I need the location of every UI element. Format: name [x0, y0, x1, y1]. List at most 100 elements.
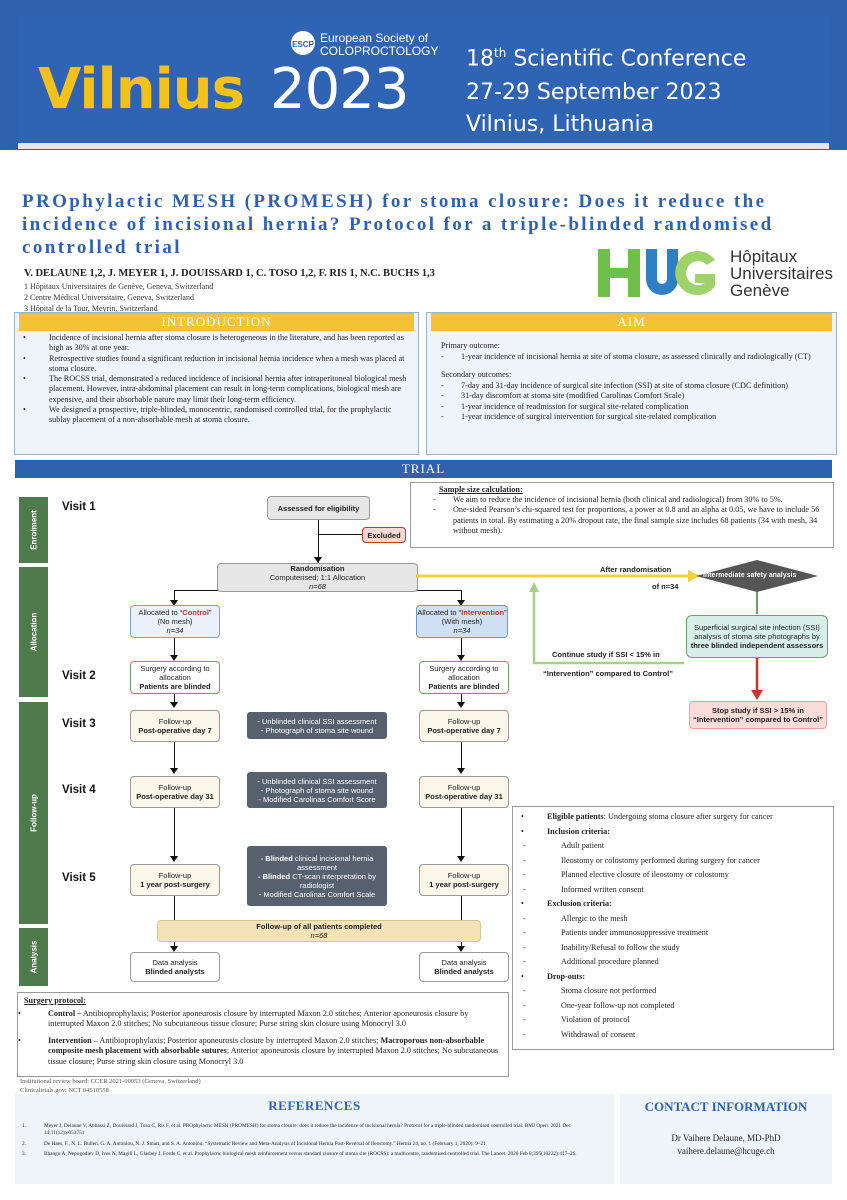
introduction-list: Incidence of incisional hernia after sto… [15, 331, 418, 426]
exclusion-criteria-label: Exclusion criteria: [521, 897, 829, 912]
arrow-head [457, 946, 465, 952]
conference-banner: ESCP European Society of COLOPROCTOLOGY … [0, 0, 847, 150]
assessed-box: Assessed for eligibility [267, 496, 370, 520]
banner-city: Vilnius [38, 57, 245, 122]
hug-logo-icon [598, 249, 715, 297]
contact-name: Dr Vaihere Delaune, MD-PhD [671, 1133, 781, 1143]
connector-line [416, 590, 462, 591]
visit3-assessment-box: - Unblinded clinical SSI assessment- Pho… [247, 712, 387, 739]
intro-item: The ROCSS trial, demonstrated a reduced … [23, 374, 410, 405]
continue-arrow-head [529, 582, 539, 592]
phase-enrolment: Enrolment [19, 497, 48, 563]
conference-place: Vilnius, Lithuania [466, 112, 655, 137]
banner-year: 2023 [270, 57, 410, 122]
affiliation-2: 2 Centre Médical Universitaire, Geneva, … [24, 293, 194, 302]
intro-item: Retrospective studies found a significan… [23, 354, 410, 375]
visit-4-label: Visit 4 [62, 784, 96, 796]
exclusion-item: Patients under immunosuppressive treatme… [523, 926, 829, 941]
aim-section: AIM Primary outcome: 1-year incidence of… [426, 312, 837, 455]
visit-1-label: Visit 1 [62, 501, 96, 513]
clinicaltrials-id: Clinicaltrials.gov: NCT 04510558 [20, 1087, 109, 1094]
phase-allocation: Allocation [19, 567, 48, 697]
secondary-outcome-item: 31-day discomfort at stoma site (modifie… [441, 391, 830, 402]
aim-header: AIM [431, 313, 832, 331]
reference-item: 2.De Haes, F., N. L. Bullen, G. A. Anton… [22, 1140, 486, 1147]
connector-line [174, 636, 175, 660]
inclusion-item: Planned elective closure of ileostomy or… [523, 868, 829, 883]
escp-logo-icon: ESCP [291, 31, 315, 55]
inclusion-item: Informed written consent [523, 883, 829, 898]
surgery-protocol-box: Surgery protocol: Control – Antibioproph… [17, 992, 509, 1077]
safety-arrow-head [688, 570, 700, 582]
ssi-analysis-box: Superficial surgical site infection (SSI… [686, 615, 828, 658]
primary-outcome-item: 1-year incidence of incisional hernia at… [441, 352, 830, 363]
connector-line [318, 534, 362, 535]
society-name-line1: European Society of [320, 31, 429, 45]
continue-label-2: “Intervention” compared to Control” [543, 669, 674, 678]
visit-5-label: Visit 5 [62, 872, 96, 884]
arrow-head [170, 856, 178, 862]
safety-branch-arrows [416, 560, 818, 700]
drop-out-item: Violation of protocol [523, 1013, 829, 1028]
phase-analysis: Analysis [19, 928, 48, 986]
connector-line [174, 590, 218, 591]
surgery-protocol-label: Surgery protocol: [24, 996, 86, 1005]
references-header: REFERENCES [268, 1098, 361, 1113]
reference-item: 3.Bhangu A, Nepogodiev D, Ives N, Magill… [22, 1151, 577, 1158]
phase-follow-up: Follow-up [19, 702, 48, 924]
sample-size-item: We aim to reduce the incidence of incisi… [433, 495, 827, 505]
affiliation-3: 3 Hôpital de la Tour, Meyrin, Switzerlan… [24, 304, 158, 313]
interim-analysis-label: Intermediate safety analysis [703, 572, 797, 579]
contact-header: CONTACT INFORMATION [644, 1099, 808, 1114]
society-name-line2: COLOPROCTOLOGY [320, 44, 439, 58]
arrow-head [457, 655, 465, 661]
visit-3-label: Visit 3 [62, 718, 96, 730]
escp-abbr: ESCP [292, 40, 314, 49]
after-randomisation-label: After randomisation [600, 565, 672, 574]
affiliation-1: 1 Hôpitaux Universitaires de Genève, Gen… [24, 282, 214, 291]
connector-line [461, 740, 462, 772]
conference-dates: 27-29 September 2023 [466, 80, 722, 105]
secondary-outcome-item: 1-year incidence of readmission for surg… [441, 402, 830, 413]
arrow-head [457, 768, 465, 774]
inclusion-criteria-label: Inclusion criteria: [521, 825, 829, 840]
control-arm-box: Allocated to “Control” (No mesh)n=34 [130, 605, 220, 638]
connector-line [461, 692, 462, 706]
control-protocol: Control – Antibioprophylaxis; Posterior … [18, 1009, 502, 1030]
connector-line [174, 740, 175, 772]
visit4-assessment-box: - Unblinded clinical SSI assessment- Pho… [247, 772, 387, 808]
secondary-outcome-item: 1-year incidence of surgical interventio… [441, 412, 830, 423]
visit-2-label: Visit 2 [62, 670, 96, 682]
continue-arrow-line [532, 588, 684, 665]
exclusion-item: Additional procedure planned [523, 955, 829, 970]
arrow-head [457, 702, 465, 708]
introduction-section: INTRODUCTION Incidence of incisional her… [14, 312, 419, 455]
connector-line [461, 806, 462, 860]
sample-size-item: One-sided Pearson’s chi-squared test for… [433, 505, 827, 536]
inclusion-item: Ileostomy or colostomy performed during … [523, 854, 829, 869]
authors: V. DELAUNE 1,2, J. MEYER 1, J. DOUISSARD… [24, 268, 435, 279]
exclusion-item: Allergic to the mesh [523, 912, 829, 927]
banner-panel [18, 16, 829, 149]
contact-email[interactable]: vaihere.delaune@hcuge.ch [677, 1146, 775, 1156]
arrow-head [170, 702, 178, 708]
of-n-label: of n=34 [652, 582, 679, 591]
references-section [15, 1094, 614, 1184]
arrow-head [170, 600, 178, 606]
inclusion-item: Adult patient [523, 839, 829, 854]
sample-size-box: Sample size calculation: We aim to reduc… [410, 482, 834, 548]
interim-diamond [696, 560, 818, 592]
exclusion-item: Inability/Refusal to follow the study [523, 941, 829, 956]
arrow-head [170, 655, 178, 661]
connector-line [461, 636, 462, 660]
arrow-head [170, 768, 178, 774]
arrow-head [457, 600, 465, 606]
